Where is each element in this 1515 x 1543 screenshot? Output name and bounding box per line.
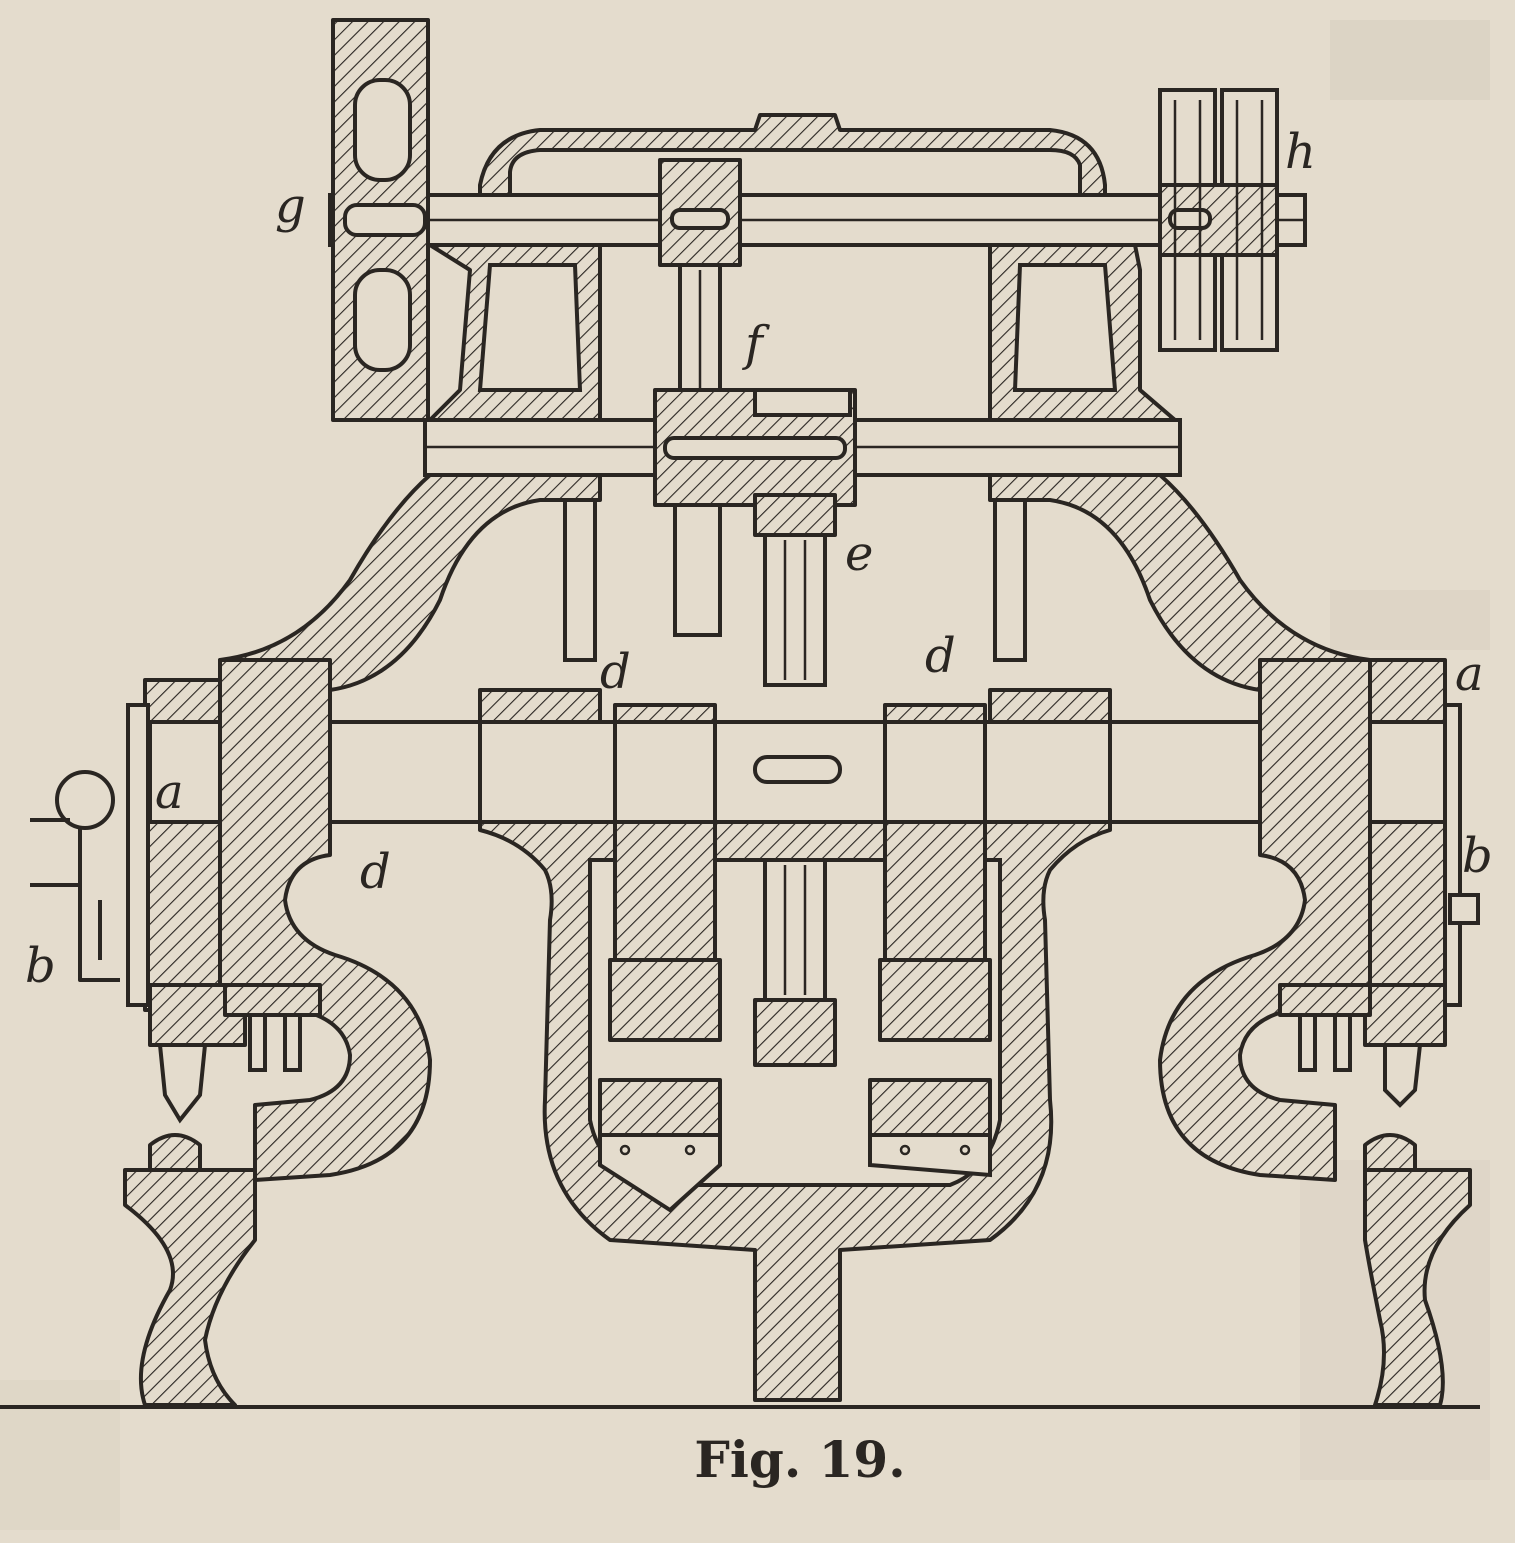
left-guide-assembly [30,703,322,1124]
right-guide-assembly [1278,703,1480,1108]
label-b-left: b [25,938,56,994]
label-b-right: b [1462,828,1493,884]
label-g: g [275,178,306,234]
label-d-upper-left: d [600,644,631,700]
label-d-upper-right: d [925,628,956,684]
rod-f [653,158,857,637]
main-body [143,658,1462,1402]
figure-caption: Fig. 19. [694,1430,905,1489]
legs [123,1133,1472,1407]
label-a-right: a [1455,646,1484,702]
pulleys-h [1158,88,1279,352]
connecting-rod-e [753,493,837,687]
pulley-g [331,18,430,422]
figure-labels: g h f e d d d a a b b [25,124,1493,994]
label-e: e [845,526,873,582]
label-d-lower: d [360,844,391,900]
label-a-left: a [155,764,184,820]
label-h: h [1285,124,1316,180]
label-f: f [742,316,770,372]
